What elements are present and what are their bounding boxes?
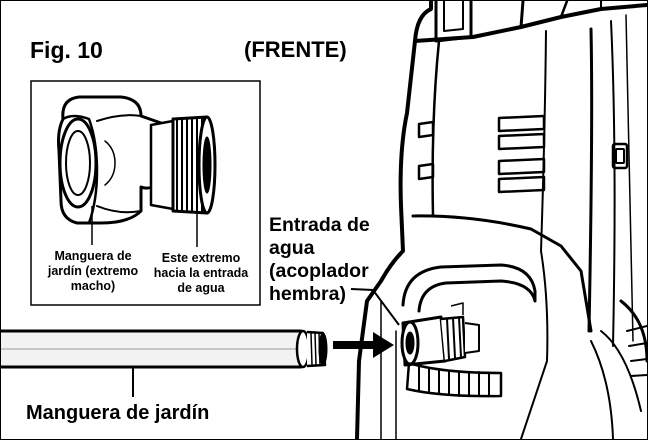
water-inlet-label: Entrada de agua (acoplador hembra) <box>269 214 370 305</box>
inset-coupler-illustration <box>149 115 217 215</box>
figure-title: Fig. 10 <box>30 37 103 63</box>
garden-hose <box>1 329 328 369</box>
view-label: (FRENTE) <box>244 37 347 62</box>
inlet-leader-line <box>350 288 400 326</box>
inset-hose-end-label: Manguera de jardín (extremo macho) <box>47 249 139 293</box>
water-inlet-coupler <box>400 302 480 367</box>
inset-hose-end-illustration <box>57 95 163 225</box>
pressure-washer-body <box>355 1 647 439</box>
arrow-right-icon <box>333 332 394 358</box>
garden-hose-label: Manguera de jardín <box>26 402 210 424</box>
inset-coupler-end-label: Este extremo hacia la entrada de agua <box>153 251 249 295</box>
